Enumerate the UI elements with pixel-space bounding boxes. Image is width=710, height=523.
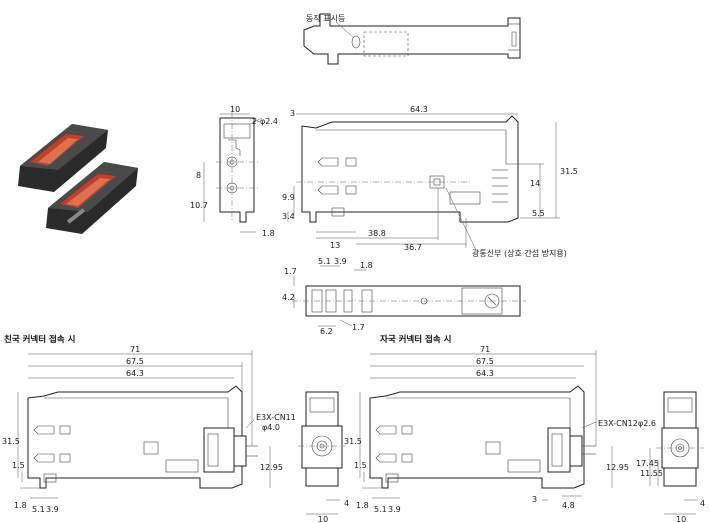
master-dim-5-1: 5.1 [32,505,45,514]
front-dim-10: 10 [230,105,240,114]
slave-dim-31-5: 31.5 [344,437,362,446]
side-dim-38-8: 38.8 [368,229,386,238]
master-conn-label: E3X-CN11 [256,413,296,422]
master-front-dim-10: 10 [318,515,328,523]
slave-dim-1-5: 1.5 [354,461,367,470]
front-view: 10 2-φ2.4 8 10.7 1.8 [190,105,278,238]
top-view: 동작 표시등 [303,13,521,65]
slave-front-dim-4: 4 [700,499,705,508]
master-side-view: 71 67.5 64.3 31.5 1.5 1.8 5.1 3.9 12.95 … [2,345,296,514]
hole-label: 2-φ2.4 [252,117,278,126]
side-dim-5-5: 5.5 [532,209,545,218]
slave-dim-4-8: 4.8 [562,501,575,510]
bottom-dim-1-7: 1.7 [284,267,297,276]
bottom-dim-1-7b: 1.7 [352,323,365,332]
side-dim-31-5: 31.5 [560,167,578,176]
side-dim-9-9: 9.9 [282,193,295,202]
slave-dim-12-95: 12.95 [606,463,629,472]
slave-dim-3-9: 3.9 [388,505,401,514]
slave-dim-64-3: 64.3 [476,369,494,378]
op-indicator-label: 동작 표시등 [306,13,345,23]
side-dim-14: 14 [530,179,540,188]
slave-dim-5-1: 5.1 [374,505,387,514]
master-dim-31-5: 31.5 [2,437,20,446]
slave-front-dim-17-45: 17.45 [636,459,659,468]
master-dim-67-5: 67.5 [126,357,144,366]
slave-conn-dia: φ2.6 [638,419,656,428]
master-dim-71: 71 [130,345,140,354]
master-dim-1-8: 1.8 [14,501,27,510]
side-dim-3-4: 3.4 [282,212,295,221]
master-dim-64-3: 64.3 [126,369,144,378]
master-front-dim-4: 4 [344,499,349,508]
slave-front-dim-10: 10 [676,515,686,523]
side-dim-13: 13 [330,241,340,250]
master-title: 친국 커넥터 접속 시 [4,334,75,345]
bottom-dim-6-2: 6.2 [320,327,333,336]
product-photo [18,124,138,234]
master-dim-1-5: 1.5 [12,461,25,470]
slave-dim-67-5: 67.5 [476,357,494,366]
side-view: 3 64.3 9.9 3.4 13 38.8 36.7 광통신부 (상호 간섭 … [282,105,578,258]
master-conn-dia: φ4.0 [262,423,280,432]
optical-axis-label: 광통신부 (상호 간섭 방지용) [472,248,567,258]
bottom-dim-4-2: 4.2 [282,293,295,302]
bottom-dim-1-8: 1.8 [360,261,373,270]
slave-front-view: 17.45 11.55 10 4 [636,391,705,523]
bottom-dim-3-9: 3.9 [334,257,347,266]
master-dim-12-95: 12.95 [260,463,283,472]
slave-front-dim-11-55: 11.55 [640,469,663,478]
front-dim-1-8: 1.8 [262,229,275,238]
bottom-dim-5-1: 5.1 [318,257,331,266]
bottom-view: 5.1 3.9 1.8 1.7 4.2 6.2 1.7 [282,257,526,336]
slave-title: 자국 커넥터 접속 시 [380,334,451,345]
side-dim-36-7: 36.7 [404,243,422,252]
master-front-view: 10 4 [298,391,349,523]
slave-dim-71: 71 [480,345,490,354]
slave-dim-1-8: 1.8 [356,501,369,510]
slave-side-view: 71 67.5 64.3 31.5 1.5 1.8 5.1 3.9 3 4.8 … [344,345,656,514]
front-dim-10-7: 10.7 [190,201,208,210]
side-dim-64-3: 64.3 [410,105,428,114]
front-dim-8: 8 [196,171,201,180]
side-dim-3: 3 [290,109,295,118]
slave-conn-label: E3X-CN12 [598,419,638,428]
master-dim-3-9: 3.9 [46,505,59,514]
slave-dim-3: 3 [532,495,537,504]
